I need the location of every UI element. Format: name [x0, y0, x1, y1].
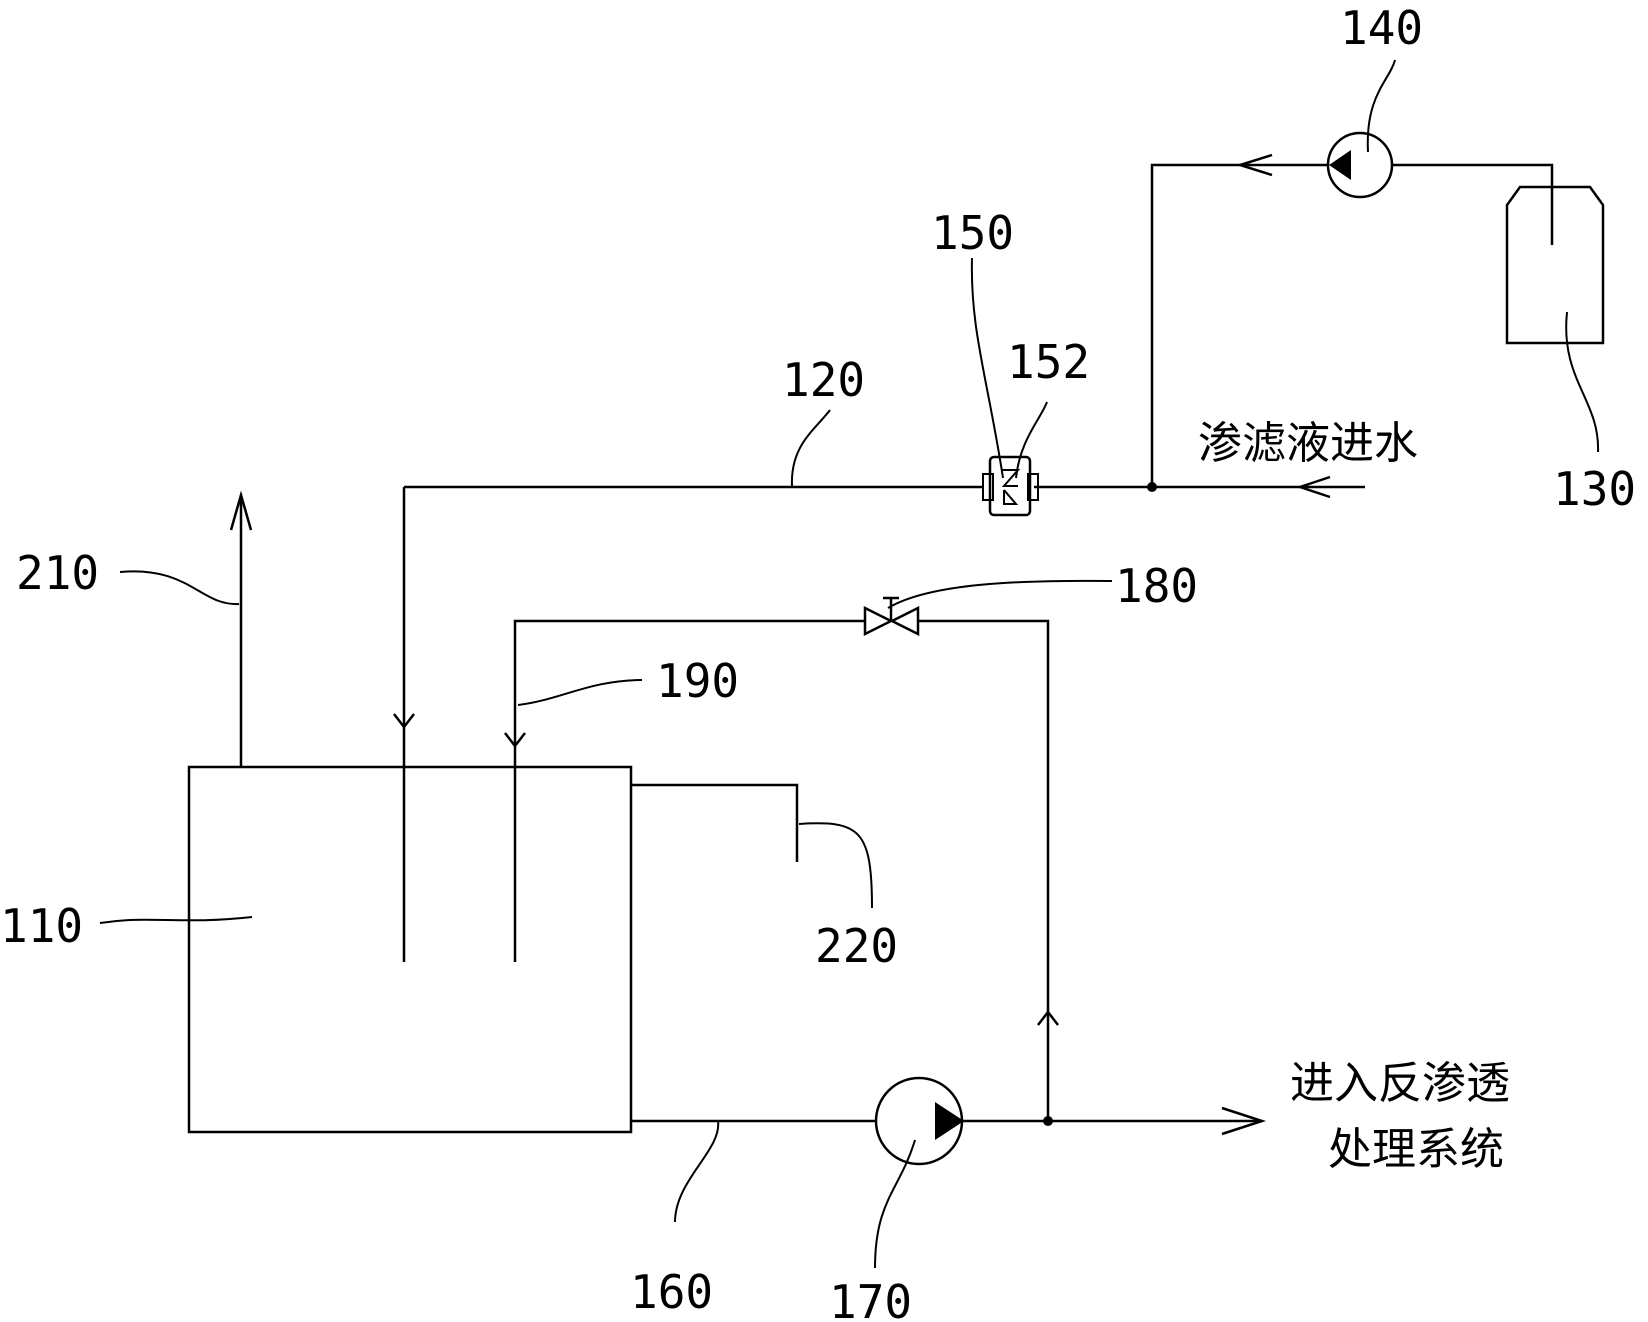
dosing-line — [1150, 153, 1554, 487]
label-130: 130 — [1553, 462, 1636, 516]
outlet-pump — [874, 1076, 964, 1166]
label-150: 150 — [931, 206, 1014, 260]
label-110: 110 — [0, 899, 83, 953]
static-mixer — [982, 455, 1039, 517]
label-170: 170 — [829, 1275, 912, 1322]
dosing-tank — [1505, 185, 1605, 345]
vent-line — [229, 490, 253, 767]
label-152: 152 — [1007, 335, 1090, 389]
outlet-text-line1: 进入反渗透 — [1290, 1058, 1510, 1109]
outlet-line — [631, 1106, 1267, 1136]
inlet-text: 渗滤液进水 — [1198, 418, 1418, 469]
tank — [187, 765, 799, 1134]
label-220: 220 — [815, 919, 898, 973]
label-140: 140 — [1340, 1, 1423, 55]
dosing-pump — [1326, 131, 1394, 199]
label-120: 120 — [782, 353, 865, 407]
feed-line — [393, 475, 1365, 962]
return-valve — [863, 596, 920, 637]
outlet-text-line2: 处理系统 — [1328, 1124, 1504, 1175]
label-180: 180 — [1115, 559, 1198, 613]
label-160: 160 — [630, 1265, 713, 1319]
return-line — [504, 619, 1059, 1121]
leader-lines — [99, 59, 1600, 1269]
label-190: 190 — [656, 654, 739, 708]
label-210: 210 — [16, 546, 99, 600]
